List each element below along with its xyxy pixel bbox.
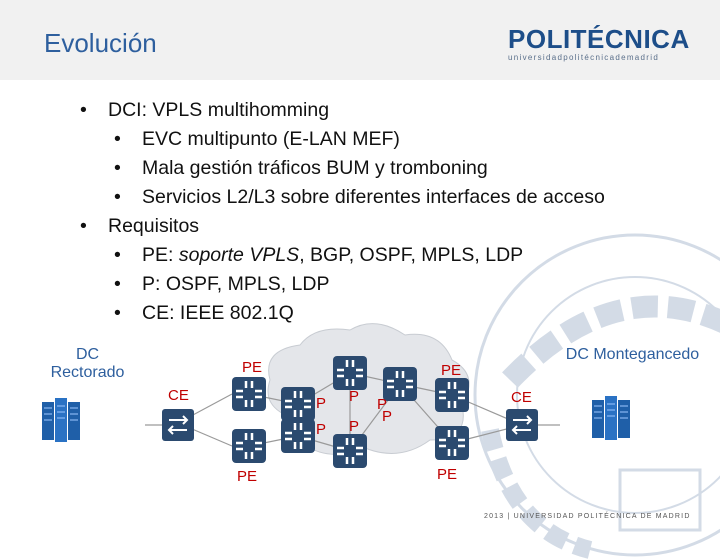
ce-left-label: CE (168, 387, 189, 404)
footer-text: 2013 | UNIVERSIDAD POLITÉCNICA DE MADRID (484, 513, 691, 520)
p-label: P (316, 421, 327, 438)
p-router-icon (381, 365, 419, 403)
pe-label: PE (242, 359, 263, 376)
network-diagram (41, 323, 631, 470)
pe-router-icon (230, 375, 268, 413)
p-router-icon (331, 354, 369, 392)
pe-label: PE (437, 466, 458, 483)
p-label: P (349, 418, 360, 435)
slide-title: Evolución (44, 28, 157, 58)
p-label: P (382, 408, 393, 425)
pe-router-icon (230, 427, 268, 465)
logo-subtitle: universidadpolitécnicademadrid (508, 53, 660, 62)
dc-left-label: DC Rectorado (50, 346, 125, 381)
server-rack-right-icon (591, 395, 631, 441)
ce-right-label: CE (511, 389, 532, 406)
pe-router-icon (433, 424, 471, 462)
university-logo: POLITÉCNICA universidadpolitécnicademadr… (508, 24, 690, 62)
header-band (0, 0, 720, 80)
server-rack-left-icon (41, 397, 81, 443)
pe-label: PE (237, 468, 258, 485)
p-router-icon (331, 432, 369, 470)
ce-switch-left-icon (161, 408, 195, 442)
pe-label: PE (441, 362, 462, 379)
p-label: P (377, 396, 388, 413)
p-label: P (349, 388, 360, 405)
dc-right-label: DC Montegancedo (565, 346, 700, 363)
logo-name: POLITÉCNICA (508, 24, 690, 54)
p-router-icon (279, 385, 317, 423)
ce-switch-right-icon (505, 408, 539, 442)
p-label: P (316, 395, 327, 412)
p-router-icon (279, 417, 317, 455)
pe-router-icon (433, 376, 471, 414)
